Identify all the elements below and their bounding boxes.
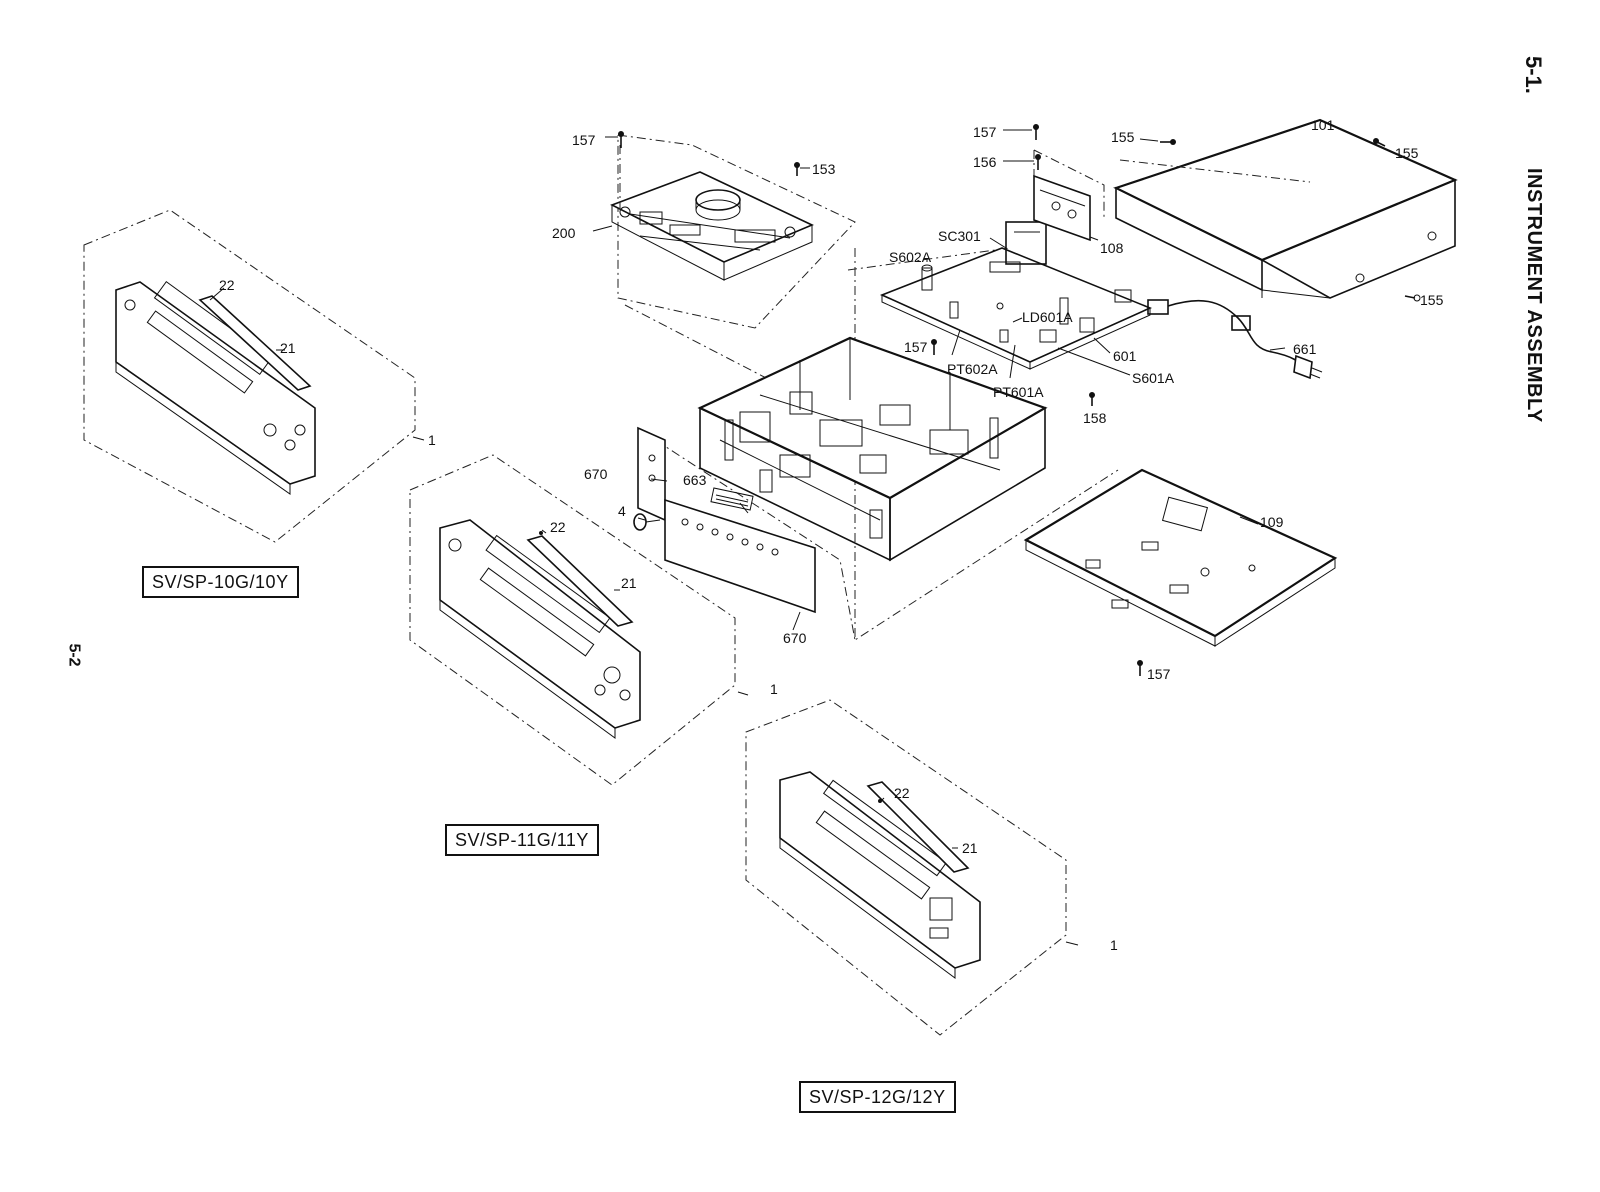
panel2-callout-21: 21 xyxy=(621,575,637,591)
callout-109: 109 xyxy=(1260,514,1284,530)
callout-pt601a: PT601A xyxy=(993,384,1044,400)
callout-4: 4 xyxy=(618,503,626,519)
deck-mechanism-200 xyxy=(610,134,856,329)
page-number: 5-2 xyxy=(65,643,83,667)
panel3-callout-22: 22 xyxy=(894,785,910,801)
callout-200: 200 xyxy=(552,225,576,241)
front-panel-10g xyxy=(83,209,416,543)
callout-155-cover-side: 155 xyxy=(1420,292,1444,308)
callout-157-bottom: 157 xyxy=(1147,666,1171,682)
callout-157-pcb: 157 xyxy=(904,339,928,355)
callout-156: 156 xyxy=(973,154,997,170)
main-chassis xyxy=(624,247,1119,641)
callout-101: 101 xyxy=(1311,117,1335,133)
panel1-callout-22: 22 xyxy=(219,277,235,293)
callout-670-upper: 670 xyxy=(584,466,608,482)
callout-pt602a: PT602A xyxy=(947,361,998,377)
section-number: 5-1. xyxy=(1521,56,1546,94)
model-label-10g: SV/SP-10G/10Y xyxy=(142,566,299,598)
top-cover-101 xyxy=(1113,118,1458,299)
bracket-108 xyxy=(1033,149,1105,242)
callout-661: 661 xyxy=(1293,341,1317,357)
callout-ld601a: LD601A xyxy=(1022,309,1073,325)
callout-108: 108 xyxy=(1100,240,1124,256)
leader-lines xyxy=(209,129,1286,946)
front-panel-11g xyxy=(409,454,736,786)
callout-s602a: S602A xyxy=(889,249,932,265)
power-cord-661 xyxy=(1147,299,1323,380)
bottom-plate-109 xyxy=(1023,468,1338,647)
panel1-callout-21: 21 xyxy=(280,340,296,356)
front-panel-12g xyxy=(745,699,1067,1036)
panel3-callout-21: 21 xyxy=(962,840,978,856)
callout-157-deck: 157 xyxy=(572,132,596,148)
callout-s601a: S601A xyxy=(1132,370,1175,386)
callout-155-top-left: 155 xyxy=(1111,129,1135,145)
callout-157-bracket: 157 xyxy=(973,124,997,140)
callout-158: 158 xyxy=(1083,410,1107,426)
model-label-11g: SV/SP-11G/11Y xyxy=(445,824,599,856)
callout-sc301: SC301 xyxy=(938,228,981,244)
model-label-12g: SV/SP-12G/12Y xyxy=(799,1081,956,1113)
panel3-callout-1: 1 xyxy=(1110,937,1118,953)
callout-155-top-right: 155 xyxy=(1395,145,1419,161)
callout-663: 663 xyxy=(683,472,707,488)
panel2-callout-1: 1 xyxy=(770,681,778,697)
callout-670-lower: 670 xyxy=(783,630,807,646)
section-title: INSTRUMENT ASSEMBLY xyxy=(1523,168,1545,423)
panel1-callout-1: 1 xyxy=(428,432,436,448)
panel2-callout-22: 22 xyxy=(550,519,566,535)
callout-153: 153 xyxy=(812,161,836,177)
callout-601: 601 xyxy=(1113,348,1137,364)
screws xyxy=(539,124,1421,803)
rear-panel-670 xyxy=(633,426,816,614)
main-circuit-board xyxy=(879,221,1153,370)
